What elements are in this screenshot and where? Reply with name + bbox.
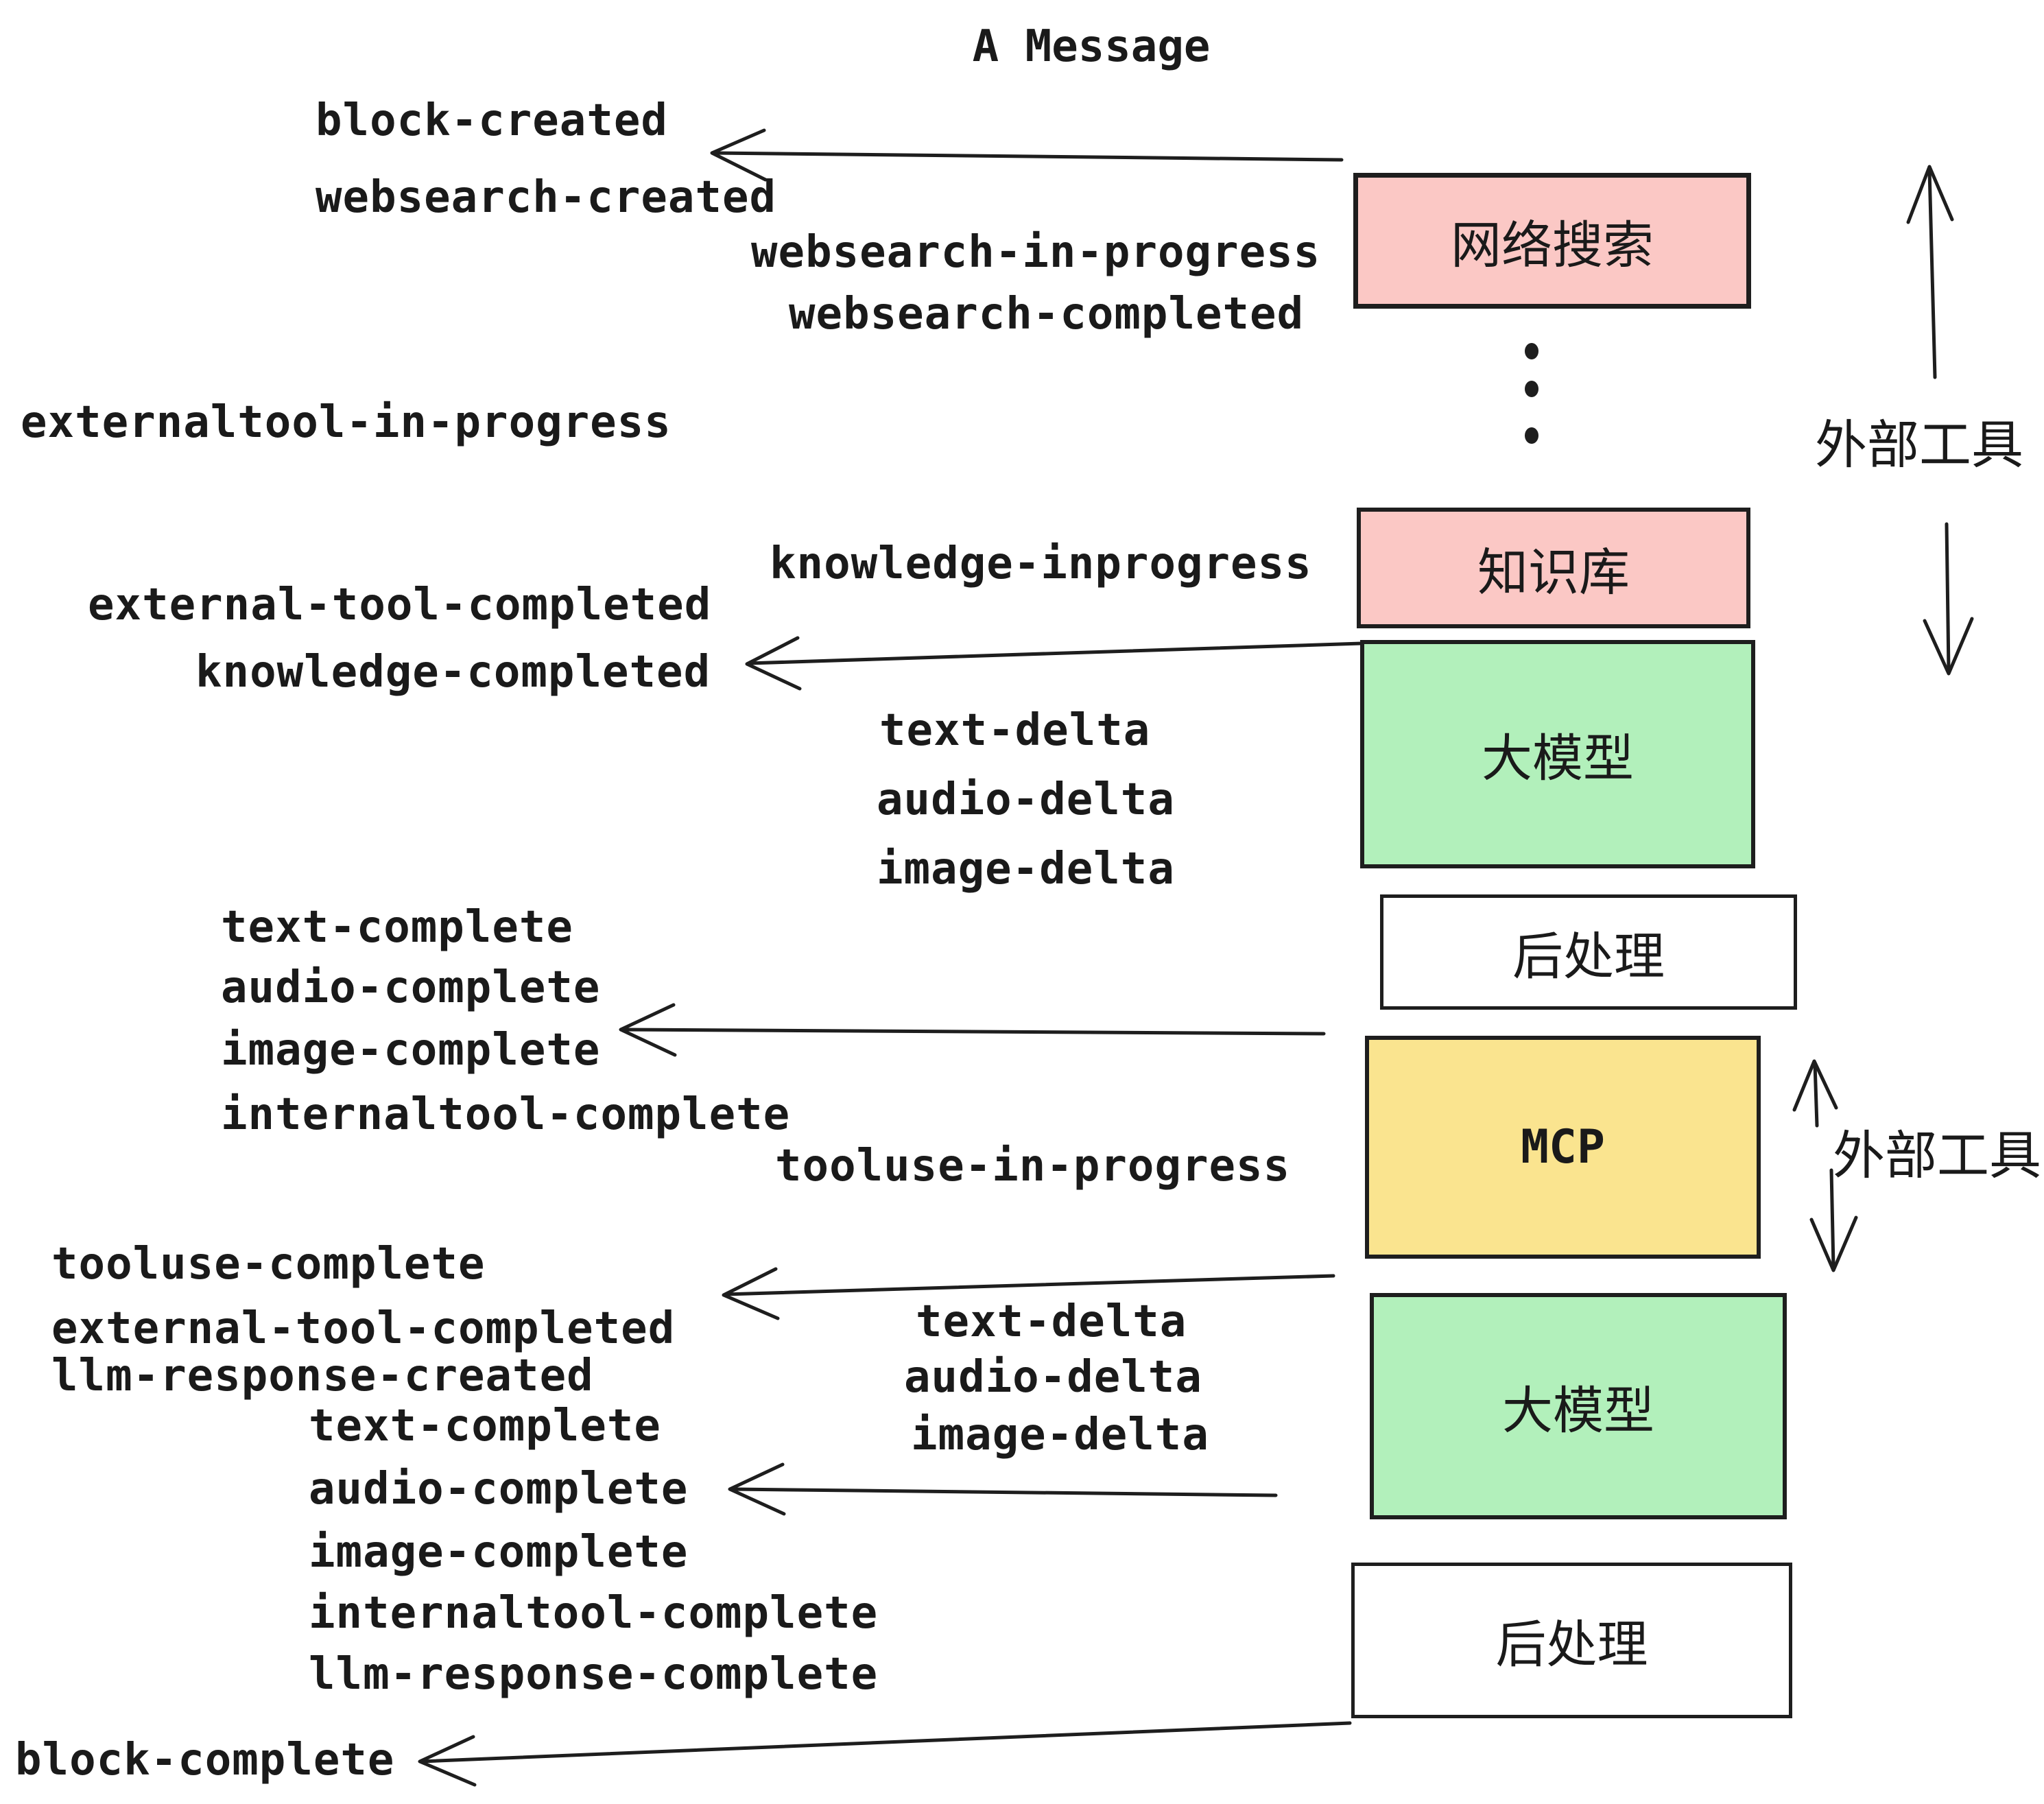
event-tooluse-complete: tooluse-complete (51, 1239, 486, 1290)
box-knowledge: 知识库 (1357, 508, 1750, 628)
event-text-complete-2: text-complete (309, 1401, 661, 1451)
event-image-complete-2: image-complete (309, 1527, 689, 1578)
event-image-delta-2: image-delta (911, 1410, 1209, 1460)
arrow-audio-complete (728, 1462, 1278, 1516)
event-text-delta-1: text-delta (879, 705, 1151, 756)
box-llm-2: 大模型 (1370, 1293, 1787, 1519)
box-postprocess-2: 后处理 (1351, 1563, 1792, 1718)
event-text-delta-2: text-delta (916, 1296, 1187, 1347)
event-knowledge-completed: knowledge-completed (195, 647, 711, 698)
double-arrow-external-tools-top (1906, 165, 1974, 676)
event-block-created: block-created (316, 95, 668, 146)
event-audio-delta-1: audio-delta (877, 774, 1175, 825)
event-externaltool-in-progress: externaltool-in-progress (21, 397, 672, 448)
event-internaltool-complete-2: internaltool-complete (309, 1588, 879, 1639)
arrow-block-complete (418, 1721, 1352, 1787)
ellipsis-dots-icon (1525, 343, 1538, 444)
event-llm-response-complete: llm-response-complete (309, 1649, 879, 1700)
arrow-knowledge-completed (745, 636, 1364, 691)
event-audio-complete-2: audio-complete (309, 1464, 689, 1515)
event-websearch-created: websearch-created (316, 172, 777, 223)
event-internaltool-complete-1: internaltool-complete (221, 1089, 791, 1140)
arrow-block-created (710, 128, 1344, 182)
box-postprocess-1: 后处理 (1380, 894, 1797, 1010)
box-llm-2-label: 大模型 (1502, 1381, 1654, 1439)
box-knowledge-label: 知识库 (1477, 543, 1630, 601)
box-llm-1-label: 大模型 (1482, 730, 1634, 787)
arrow-image-complete (619, 1003, 1326, 1057)
event-knowledge-inprogress: knowledge-inprogress (770, 538, 1312, 589)
event-websearch-completed: websearch-completed (789, 289, 1305, 340)
event-websearch-in-progress: websearch-in-progress (751, 227, 1321, 278)
box-mcp-label: MCP (1521, 1120, 1605, 1174)
box-mcp: MCP (1365, 1036, 1761, 1259)
page-title: A Message (972, 21, 1211, 72)
box-websearch: 网络搜索 (1353, 173, 1751, 309)
side-label-external-tools-top: 外部工具 (1815, 416, 2023, 475)
event-llm-response-created: llm-response-created (51, 1351, 594, 1401)
box-postprocess-1-label: 后处理 (1512, 927, 1665, 985)
event-audio-complete-1: audio-complete (221, 962, 601, 1013)
box-llm-1: 大模型 (1360, 640, 1755, 868)
event-external-tool-completed-1: external-tool-completed (88, 580, 712, 630)
side-label-external-tools-mcp: 外部工具 (1833, 1127, 2041, 1185)
event-image-complete-1: image-complete (221, 1025, 601, 1076)
event-text-complete-1: text-complete (221, 902, 573, 953)
box-postprocess-2-label: 后处理 (1495, 1616, 1648, 1673)
event-external-tool-completed-2: external-tool-completed (51, 1303, 676, 1354)
event-image-delta-1: image-delta (877, 844, 1175, 894)
event-tooluse-in-progress: tooluse-in-progress (775, 1141, 1291, 1191)
event-block-complete: block-complete (15, 1735, 395, 1785)
event-audio-delta-2: audio-delta (904, 1352, 1202, 1403)
double-arrow-external-tools-mcp (1792, 1059, 1858, 1272)
box-websearch-label: 网络搜索 (1451, 216, 1654, 274)
arrow-tooluse-complete (722, 1267, 1335, 1320)
